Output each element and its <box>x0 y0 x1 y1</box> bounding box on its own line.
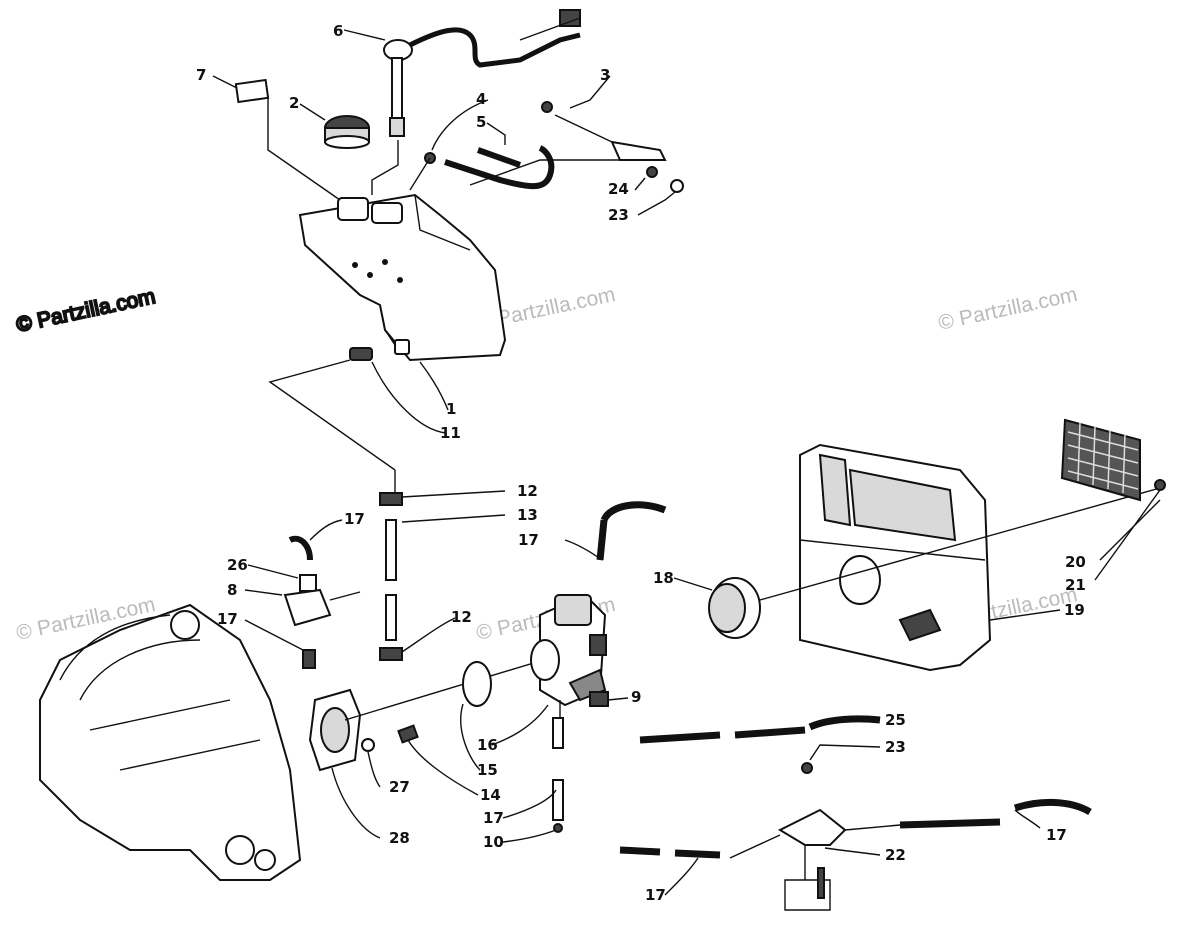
outlet-fitting <box>349 347 373 361</box>
tank-cap <box>324 115 370 149</box>
callout-17-pump-right: 17 <box>1046 826 1067 844</box>
callout-5: 5 <box>476 113 486 131</box>
fuel-pump-lines <box>619 715 1092 859</box>
callout-25: 25 <box>885 711 906 729</box>
callout-labels: 7 2 6 3 4 5 24 23 1 11 12 13 17 17 26 8 … <box>196 22 1086 904</box>
callout-21: 21 <box>1065 576 1086 594</box>
callout-17-valve-lower: 17 <box>217 610 238 628</box>
callout-2: 2 <box>289 94 299 112</box>
callout-6: 6 <box>333 22 343 40</box>
decal-tag <box>234 78 270 104</box>
callout-1: 1 <box>446 400 456 418</box>
watermark-right: © Partzilla.com <box>936 283 1079 335</box>
screen-mesh <box>1060 418 1166 502</box>
fuel-pump <box>777 762 847 911</box>
callout-24: 24 <box>608 180 629 198</box>
callout-11: 11 <box>440 424 461 442</box>
engine-block <box>39 603 302 881</box>
callout-8: 8 <box>227 581 237 599</box>
air-silencer-adapter <box>708 577 761 639</box>
callout-18: 18 <box>653 569 674 587</box>
oil-line <box>268 359 403 661</box>
carb-lines <box>552 501 667 833</box>
callout-13: 13 <box>517 506 538 524</box>
callout-4: 4 <box>476 90 486 108</box>
intake-clamp <box>462 661 492 707</box>
callout-16: 16 <box>477 736 498 754</box>
callout-12-bottom: 12 <box>451 608 472 626</box>
callout-28: 28 <box>389 829 410 847</box>
leader-lines <box>212 29 1161 896</box>
carburetor <box>530 593 607 735</box>
callout-17-carb-bottom: 17 <box>483 809 504 827</box>
callout-7: 7 <box>196 66 206 84</box>
callout-17-valve: 17 <box>344 510 365 528</box>
air-silencer <box>759 443 1161 672</box>
callout-19: 19 <box>1064 601 1085 619</box>
callout-10: 10 <box>483 833 504 851</box>
callout-23-bottom: 23 <box>885 738 906 756</box>
fuel-valve <box>283 535 361 669</box>
callout-14: 14 <box>480 786 501 804</box>
level-sender <box>383 9 581 137</box>
callout-27: 27 <box>389 778 410 796</box>
callout-17-carb-top: 17 <box>518 531 539 549</box>
callout-9: 9 <box>631 688 641 706</box>
callout-23-top: 23 <box>608 206 629 224</box>
callout-15: 15 <box>477 761 498 779</box>
watermark-left: © Partzilla.com <box>14 285 157 337</box>
oil-tank <box>298 193 507 362</box>
callout-26: 26 <box>227 556 248 574</box>
callout-20: 20 <box>1065 553 1086 571</box>
callout-12-top: 12 <box>517 482 538 500</box>
callout-3: 3 <box>600 66 610 84</box>
callout-17-pump-left: 17 <box>645 886 666 904</box>
intake-flange <box>308 654 561 772</box>
callout-22: 22 <box>885 846 906 864</box>
